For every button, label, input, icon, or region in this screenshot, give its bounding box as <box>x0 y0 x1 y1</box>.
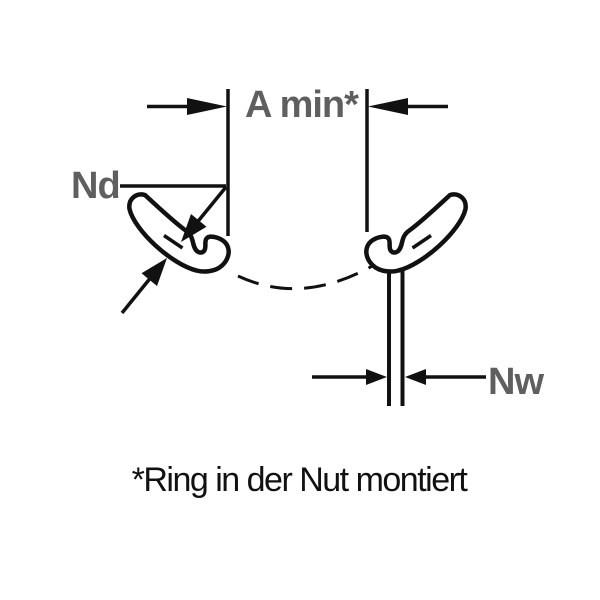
dim-arrow-a-min-left <box>147 98 227 115</box>
groove-width-lines <box>387 252 405 406</box>
caption-ring-mounted-note: *Ring in der Nut montiert <box>131 461 468 499</box>
ring-gap-dashed-arc <box>237 263 375 291</box>
dim-label-nd: Nd <box>71 165 121 207</box>
nd-arrow-lower <box>120 258 167 315</box>
dim-arrow-a-min-right <box>368 98 448 115</box>
ring-cross-section-right <box>364 192 468 274</box>
ring-cross-section-left <box>127 192 231 274</box>
nw-arrow-right <box>405 369 486 385</box>
nd-arrow-upper <box>181 185 228 242</box>
dim-label-nw: Nw <box>488 361 544 403</box>
nw-arrow-left <box>312 369 387 385</box>
dim-label-a-min: A min* <box>245 84 359 126</box>
cross-section-edge-tick-right <box>411 234 432 250</box>
cross-section-edge-tick-left <box>163 234 184 250</box>
